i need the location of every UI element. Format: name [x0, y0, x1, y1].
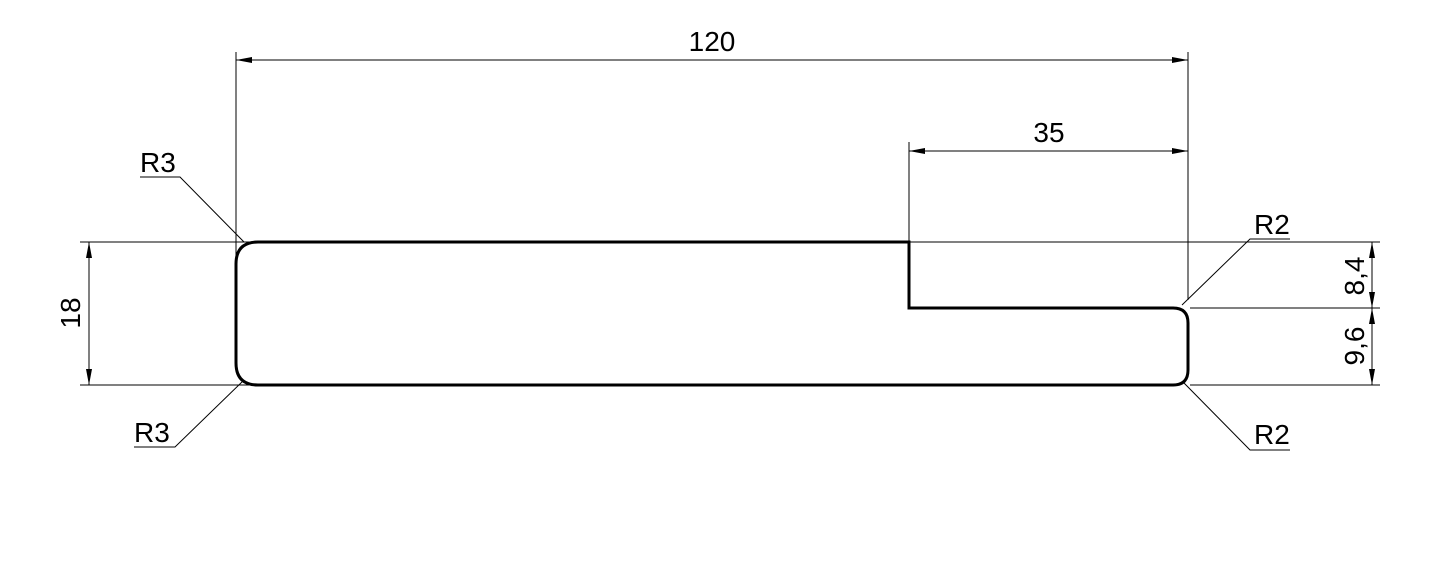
board-profile-outline [234, 240, 1190, 387]
radius-callout-bottom-left: R3 [134, 379, 245, 448]
arrowhead [1369, 292, 1375, 308]
leader-line [1183, 382, 1290, 451]
arrowhead [1369, 369, 1375, 385]
radius-callout-top-left: R3 [140, 147, 245, 243]
label-lip-thickness: 9,6 [1339, 327, 1370, 366]
arrowhead [1369, 242, 1375, 258]
label-overall-thickness: 18 [55, 297, 86, 328]
label-radius-bottom-left: R3 [134, 417, 170, 448]
dimension-right-thickness: 8,4 9,6 [909, 241, 1380, 386]
arrowhead [86, 242, 92, 258]
label-radius-bottom-right: R2 [1254, 419, 1290, 450]
arrowhead [86, 369, 92, 385]
leader-line [1181, 238, 1290, 306]
arrowhead [1369, 308, 1375, 324]
label-radius-top-left: R3 [140, 147, 176, 178]
label-rebate-depth: 8,4 [1339, 257, 1370, 296]
arrowhead [909, 148, 925, 154]
radius-callout-bottom-right: R2 [1183, 382, 1290, 451]
arrowhead [236, 57, 252, 63]
leader-line [140, 176, 245, 243]
dimension-rebate-width: 35 [908, 117, 1188, 242]
radius-callout-top-right: R2 [1181, 209, 1290, 306]
label-radius-top-right: R2 [1254, 209, 1290, 240]
dimension-overall-thickness: 18 [55, 241, 250, 386]
arrowhead [1172, 148, 1188, 154]
arrowhead [1172, 57, 1188, 63]
label-overall-width: 120 [689, 26, 736, 57]
dimension-overall-width: 120 [235, 26, 1189, 300]
label-rebate-width: 35 [1033, 117, 1064, 148]
leader-line [134, 379, 245, 448]
